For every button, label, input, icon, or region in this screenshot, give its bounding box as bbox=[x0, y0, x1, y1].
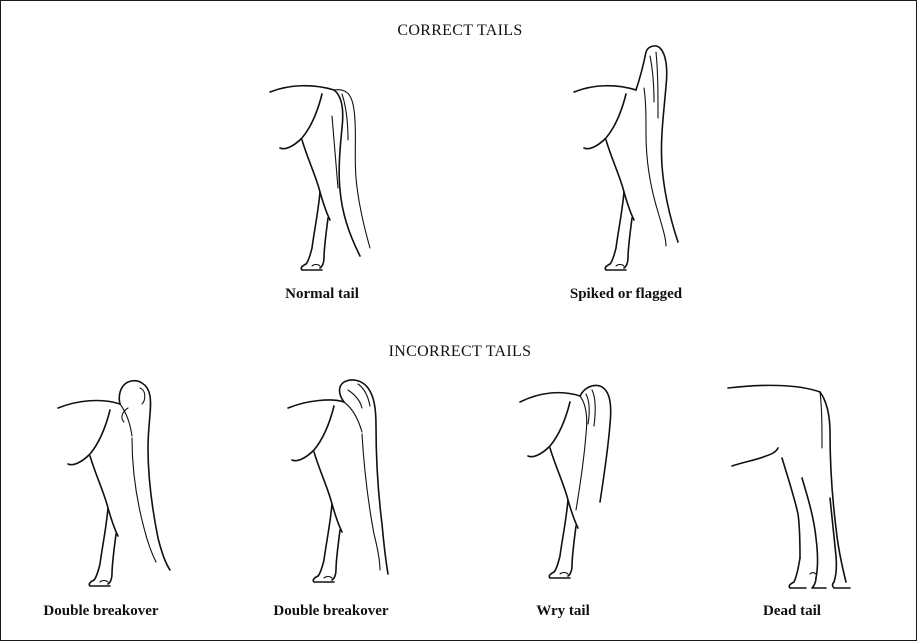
double-breakover-1-drawing bbox=[52, 378, 182, 610]
caption-double-breakover-2: Double breakover bbox=[236, 603, 426, 620]
figure-wry-tail bbox=[514, 380, 644, 608]
figure-double-breakover-1 bbox=[52, 378, 182, 610]
dead-tail-drawing bbox=[722, 378, 872, 600]
heading-incorrect-tails: INCORRECT TAILS bbox=[300, 343, 620, 361]
caption-double-breakover-1: Double breakover bbox=[6, 603, 196, 620]
heading-correct-tails: CORRECT TAILS bbox=[300, 22, 620, 40]
spiked-tail-drawing bbox=[566, 42, 686, 274]
double-breakover-2-drawing bbox=[282, 378, 412, 610]
caption-dead-tail: Dead tail bbox=[697, 603, 887, 620]
figure-normal-tail bbox=[262, 80, 382, 275]
figure-double-breakover-2 bbox=[282, 378, 412, 610]
caption-normal-tail: Normal tail bbox=[232, 286, 412, 303]
wry-tail-drawing bbox=[514, 380, 644, 608]
normal-tail-drawing bbox=[262, 80, 382, 275]
figure-dead-tail bbox=[722, 378, 872, 600]
caption-wry-tail: Wry tail bbox=[468, 603, 658, 620]
caption-spiked-tail: Spiked or flagged bbox=[536, 286, 716, 303]
figure-spiked-tail bbox=[566, 42, 686, 274]
